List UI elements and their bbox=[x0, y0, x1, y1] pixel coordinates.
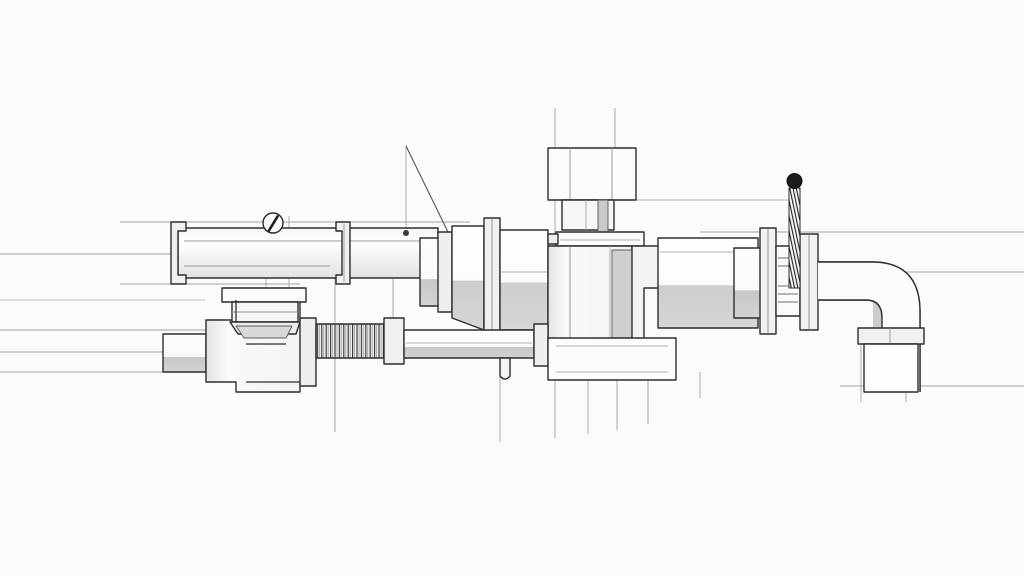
inlet-step-ring bbox=[437, 231, 453, 313]
elbow-assembly bbox=[818, 261, 925, 393]
valve-body-seat-shade bbox=[611, 249, 635, 341]
inlet-small-stub bbox=[419, 237, 441, 307]
inlet-taper bbox=[451, 225, 485, 331]
lower-stem-cap-plate bbox=[221, 287, 307, 303]
elbow-inner-repeat bbox=[818, 299, 883, 392]
lower-valve-assembly bbox=[162, 287, 677, 393]
downcomer-collar bbox=[857, 327, 925, 345]
detail-marker[interactable]: 1 bbox=[262, 212, 284, 234]
bonnet-gland-lip bbox=[547, 233, 559, 245]
spring-screw-head bbox=[786, 173, 803, 189]
bellows-hex-nut bbox=[383, 317, 405, 365]
upper-pipe-barrel bbox=[177, 227, 439, 279]
bonnet-tower-assembly bbox=[547, 147, 645, 247]
upper-pipe-flange-left bbox=[170, 221, 187, 285]
lower-drain-pin bbox=[499, 357, 511, 380]
lower-detail-ticks bbox=[235, 300, 300, 383]
inlet-spool bbox=[499, 229, 549, 331]
detail-marker-slash bbox=[267, 215, 279, 232]
bonnet-gland-plate bbox=[555, 231, 645, 247]
bonnet-cap bbox=[547, 147, 637, 201]
lower-rod-collar bbox=[533, 323, 549, 367]
coupling-assembly bbox=[759, 173, 819, 335]
lower-inlet-stub bbox=[162, 333, 207, 373]
upper-pipe-flange-mid bbox=[335, 221, 351, 285]
upper-pipe-assembly bbox=[170, 221, 439, 285]
leader-line bbox=[405, 145, 450, 235]
elbow-outline-repeat bbox=[818, 261, 921, 392]
lower-rod bbox=[403, 329, 535, 359]
downcomer-pipe bbox=[863, 343, 919, 393]
lower-mid-flange bbox=[299, 317, 317, 387]
spring-screw-coil bbox=[788, 187, 801, 289]
bellows-threads bbox=[315, 323, 385, 359]
lower-seat-wedge bbox=[235, 325, 293, 339]
bonnet-stem-shade bbox=[597, 199, 609, 233]
inlet-reducer-assembly bbox=[419, 217, 549, 335]
leader-dot bbox=[403, 230, 409, 236]
outlet-spool-assembly bbox=[657, 237, 765, 329]
lower-chamber bbox=[547, 337, 677, 381]
leader-line-group bbox=[403, 145, 450, 236]
